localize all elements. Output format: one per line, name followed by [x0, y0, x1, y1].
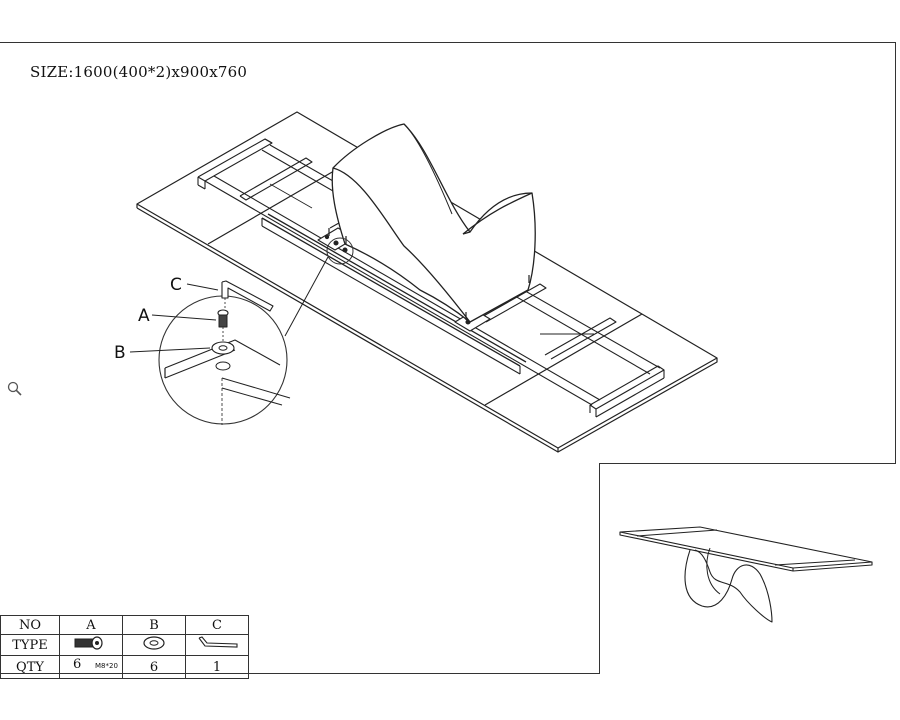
- leader-a: [151, 314, 217, 321]
- parts-row-no: NO A B C: [0, 615, 249, 635]
- parts-row-qty: QTY 6 M8*20 6 1: [0, 655, 249, 679]
- assembled-table-drawing: [619, 526, 873, 623]
- row-header-type: TYPE: [0, 634, 60, 656]
- qty-a: 6: [73, 657, 82, 672]
- qty-b: 6: [122, 655, 186, 679]
- allen-key-icon: [198, 636, 238, 648]
- tabletop-assembled: [619, 526, 873, 569]
- bolt-markers: [328, 228, 530, 320]
- leaf-seam: [484, 313, 643, 406]
- size-label: SIZE:1600(400*2)x900x760: [30, 63, 248, 81]
- drawing-sheet: [0, 42, 896, 674]
- qty-c: 1: [185, 655, 249, 679]
- bolt-icon: [74, 636, 103, 650]
- leader-b: [129, 347, 211, 353]
- parts-table: NO A B C TYPE QTY 6: [0, 615, 249, 679]
- leaf-seam-assembled: [636, 529, 718, 537]
- callout-b: B: [114, 343, 126, 363]
- wave-leg-assembled: [684, 549, 773, 623]
- parts-row-type: TYPE: [0, 634, 249, 656]
- assembled-view-inset: [599, 463, 896, 674]
- detail-zoom: [158, 237, 354, 425]
- leader-c: [186, 283, 219, 291]
- part-no-c: C: [185, 615, 249, 635]
- magnifier-icon[interactable]: [6, 380, 24, 398]
- wave-leg: [331, 123, 536, 323]
- callout-c: C: [170, 275, 182, 295]
- washer-icon: [143, 636, 165, 650]
- part-no-b: B: [122, 615, 186, 635]
- row-header-qty: QTY: [0, 655, 60, 679]
- spec-a: M8*20: [95, 662, 118, 670]
- part-no-a: A: [59, 615, 123, 635]
- callout-a: A: [138, 306, 150, 326]
- leaf-seam-assembled: [774, 559, 856, 566]
- row-header-no: NO: [0, 615, 60, 635]
